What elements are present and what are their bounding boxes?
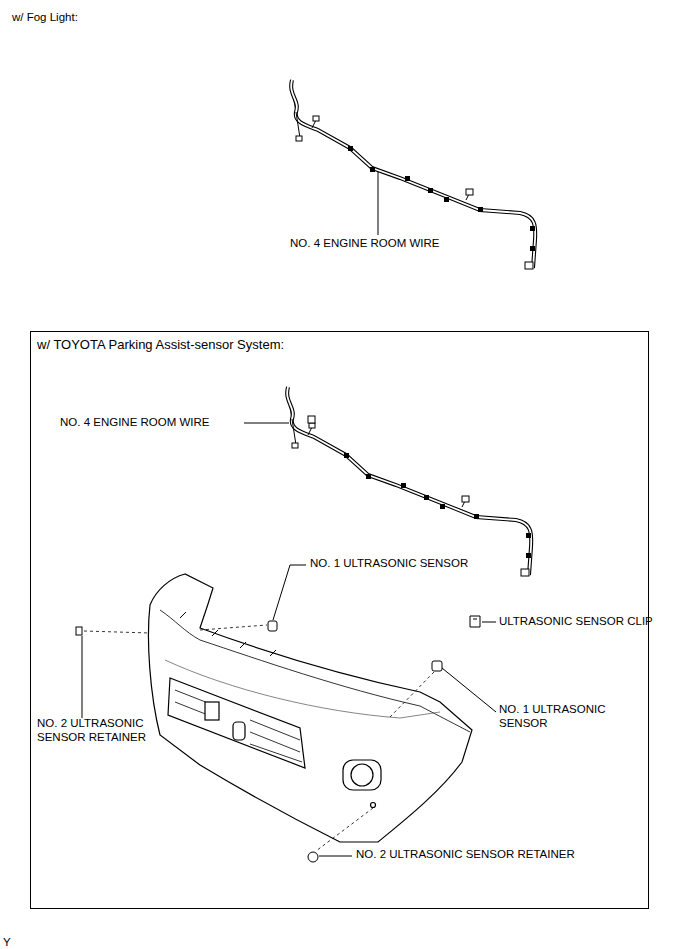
- part-label: NO. 2 ULTRASONIC SENSOR RETAINER: [37, 717, 159, 745]
- front-bumper: [148, 574, 472, 842]
- part-label: Y: [3, 936, 11, 949]
- part-label: NO. 4 ENGINE ROOM WIRE: [60, 416, 210, 430]
- leader-line: [378, 172, 379, 235]
- part-label: ULTRASONIC SENSOR CLIP: [499, 615, 653, 629]
- part-label: NO. 4 ENGINE ROOM WIRE: [290, 237, 440, 251]
- part-label: NO. 1 ULTRASONIC SENSOR: [499, 703, 611, 731]
- part-label: w/ Fog Light:: [12, 11, 78, 25]
- region-heading: w/ TOYOTA Parking Assist-sensor System:: [31, 332, 290, 357]
- wire-harness: [287, 387, 531, 576]
- leader-line: [244, 423, 289, 424]
- part-label: NO. 1 ULTRASONIC SENSOR: [310, 557, 468, 571]
- leader-lines: [82, 565, 496, 856]
- part-label: NO. 2 ULTRASONIC SENSOR RETAINER: [356, 848, 575, 862]
